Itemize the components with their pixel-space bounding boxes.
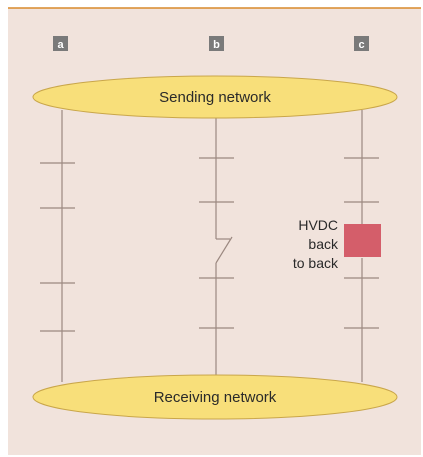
hvdc-label-line3: to back (293, 255, 339, 271)
sending-network-label: Sending network (159, 89, 271, 106)
hvdc-label-line2: back (308, 236, 339, 252)
panel-label-a-text: a (57, 39, 64, 51)
hvdc-label-line1: HVDC (298, 217, 338, 233)
panel-label-c-text: c (358, 39, 364, 51)
panel-label-b: b (209, 36, 224, 51)
panel-label-a: a (53, 36, 68, 51)
panel-label-c: c (354, 36, 369, 51)
hvdc-converter-box (344, 224, 381, 257)
panel-label-b-text: b (213, 39, 220, 51)
receiving-network-label: Receiving network (154, 389, 277, 406)
